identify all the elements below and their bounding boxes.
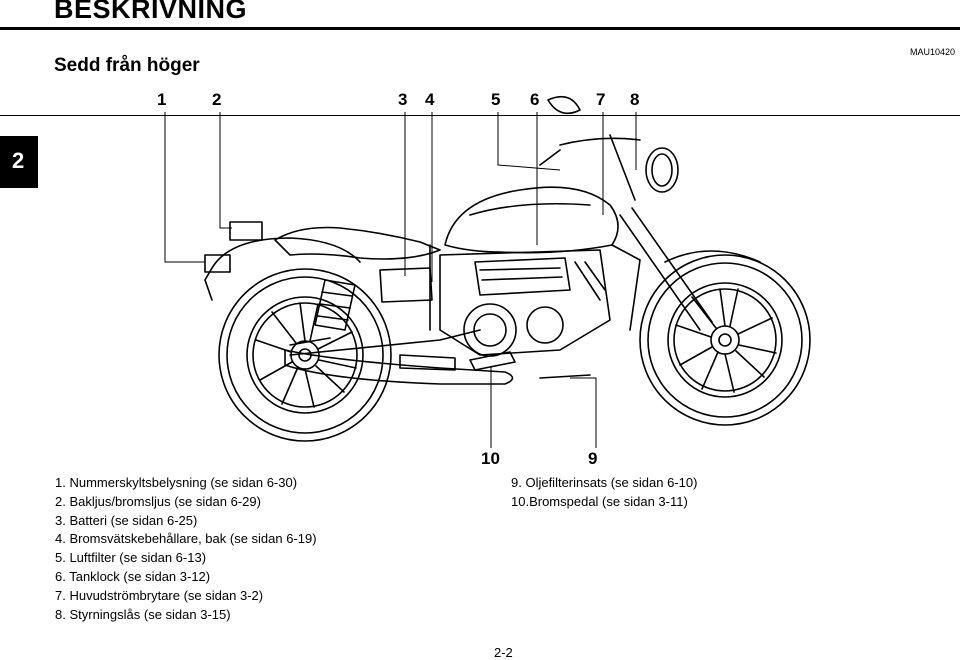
chapter-tab [0,136,38,188]
page-title: BESKRIVNING [54,0,248,24]
chapter-number: 2 [12,148,25,173]
callout-6: 6 [530,90,540,109]
legend-item: 9. Oljefilterinsats (se sidan 6-10) [511,475,698,490]
callout-7: 7 [596,90,606,109]
callout-1: 1 [157,90,167,109]
legend-item: 2. Bakljus/bromsljus (se sidan 6-29) [55,493,261,509]
callout-4: 4 [425,90,435,109]
legend-item: 4. Bromsvätskebehållare, bak (se sidan 6… [55,531,317,547]
legend-item: 1. Nummerskyltsbelysning (se sidan 6-30) [55,475,298,490]
legend-item: 5. Luftfilter (se sidan 6-13) [55,550,207,566]
callout-5: 5 [491,90,501,109]
rear-wheel [218,268,392,442]
callout-9: 9 [588,449,598,468]
page-number: 2-2 [494,645,513,660]
legend-item: 7. Huvudströmbrytare (se sidan 3-2) [55,587,264,603]
callout-10: 10 [481,449,500,468]
title-rule [0,27,960,30]
document-code: MAU10420 [909,47,955,57]
callout-2: 2 [212,90,222,109]
front-wheel [639,254,811,426]
legend-item: 10.Bromspedal (se sidan 3-11) [511,493,688,509]
callout-8: 8 [630,90,640,109]
legend-item: 8. Styrningslås (se sidan 3-15) [55,606,231,622]
legend-left: 1. Nummerskyltsbelysning (se sidan 6-30)… [55,474,317,624]
callout-3: 3 [398,90,408,109]
legend-item: 6. Tanklock (se sidan 3-12) [55,568,211,584]
legend-right: 9. Oljefilterinsats (se sidan 6-10) 10.B… [511,474,697,512]
legend-item: 3. Batteri (se sidan 6-25) [55,512,198,528]
header-divider [0,115,960,116]
section-subtitle: Sedd från höger [54,55,200,76]
